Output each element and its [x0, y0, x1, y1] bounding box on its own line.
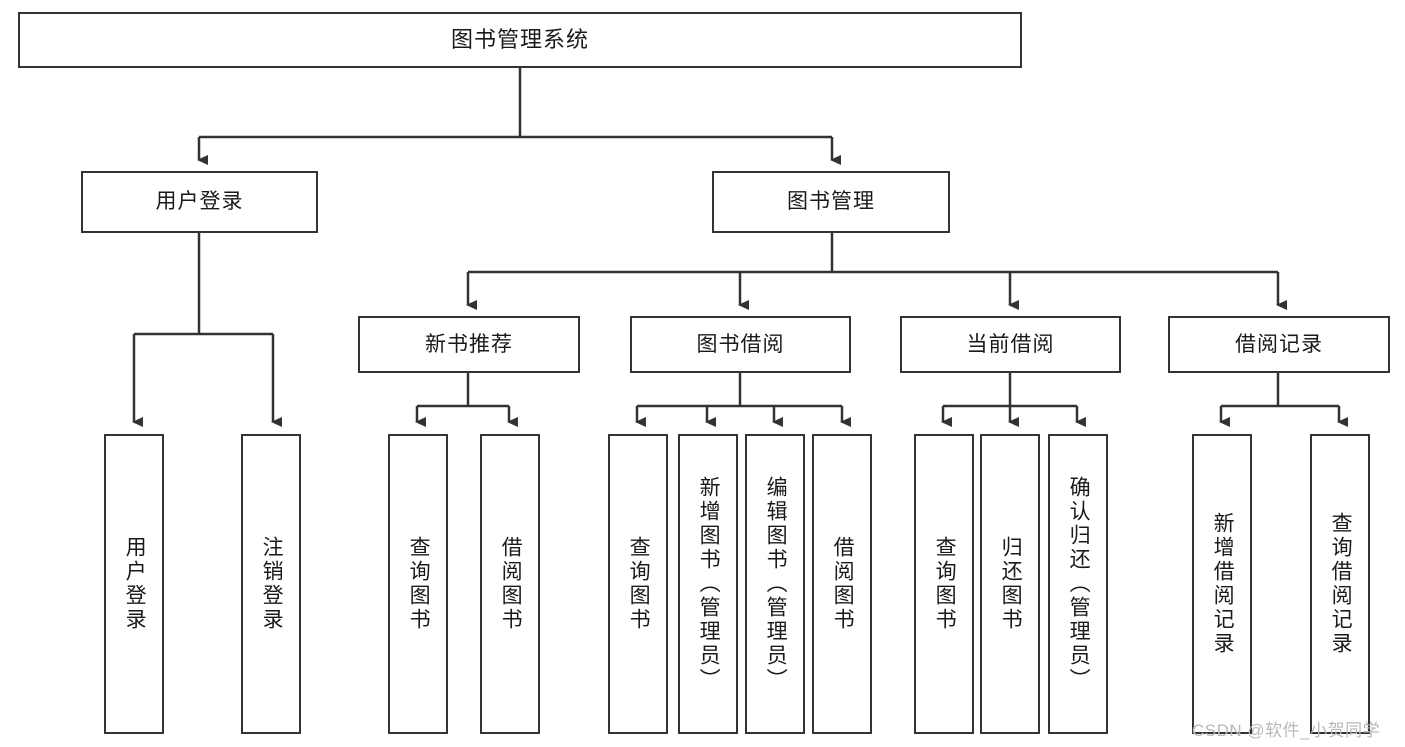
- node-label: 图书管理系统: [450, 26, 589, 52]
- node-label: 确认归还（管理员）: [1067, 476, 1091, 692]
- node-label: 新增借阅记录: [1211, 512, 1235, 656]
- node-label: 当前借阅: [966, 332, 1055, 356]
- leaf-current-query-book[interactable]: 查询图书: [914, 434, 974, 734]
- node-label: 借阅记录: [1235, 332, 1323, 356]
- node-label: 注销登录: [260, 536, 284, 632]
- node-label: 用户登录: [155, 190, 244, 214]
- leaf-new-book-query[interactable]: 查询图书: [388, 434, 448, 734]
- node-label: 借阅图书: [831, 536, 855, 632]
- leaf-current-return-book[interactable]: 归还图书: [980, 434, 1040, 734]
- node-user-login[interactable]: 用户登录: [81, 171, 318, 233]
- node-current-borrow[interactable]: 当前借阅: [900, 316, 1121, 373]
- node-label: 查询图书: [627, 536, 651, 632]
- leaf-record-query[interactable]: 查询借阅记录: [1310, 434, 1370, 734]
- leaf-current-confirm-return[interactable]: 确认归还（管理员）: [1048, 434, 1108, 734]
- node-label: 新书推荐: [425, 332, 513, 356]
- leaf-user-login-login[interactable]: 用户登录: [104, 434, 164, 734]
- node-book-borrow[interactable]: 图书借阅: [630, 316, 851, 373]
- node-label: 查询图书: [933, 536, 957, 632]
- node-borrow-record[interactable]: 借阅记录: [1168, 316, 1390, 373]
- leaf-new-book-borrow[interactable]: 借阅图书: [480, 434, 540, 734]
- node-label: 借阅图书: [499, 536, 523, 632]
- leaf-user-login-logout[interactable]: 注销登录: [241, 434, 301, 734]
- node-new-book-recommend[interactable]: 新书推荐: [358, 316, 580, 373]
- node-label: 图书管理: [787, 190, 875, 214]
- node-label: 用户登录: [123, 536, 147, 632]
- node-book-management[interactable]: 图书管理: [712, 171, 950, 233]
- leaf-record-add[interactable]: 新增借阅记录: [1192, 434, 1252, 734]
- node-label: 查询借阅记录: [1329, 512, 1353, 656]
- leaf-borrow-query-book[interactable]: 查询图书: [608, 434, 668, 734]
- node-label: 查询图书: [407, 536, 431, 632]
- node-root-system[interactable]: 图书管理系统: [18, 12, 1022, 68]
- leaf-borrow-add-book[interactable]: 新增图书（管理员）: [678, 434, 738, 734]
- node-label: 新增图书（管理员）: [697, 476, 721, 692]
- node-label: 编辑图书（管理员）: [764, 476, 788, 692]
- leaf-borrow-borrow-book[interactable]: 借阅图书: [812, 434, 872, 734]
- csdn-watermark: CSDN @软件_小贺同学: [1192, 721, 1381, 740]
- node-label: 归还图书: [999, 536, 1023, 632]
- node-label: 图书借阅: [696, 332, 785, 356]
- leaf-borrow-edit-book[interactable]: 编辑图书（管理员）: [745, 434, 805, 734]
